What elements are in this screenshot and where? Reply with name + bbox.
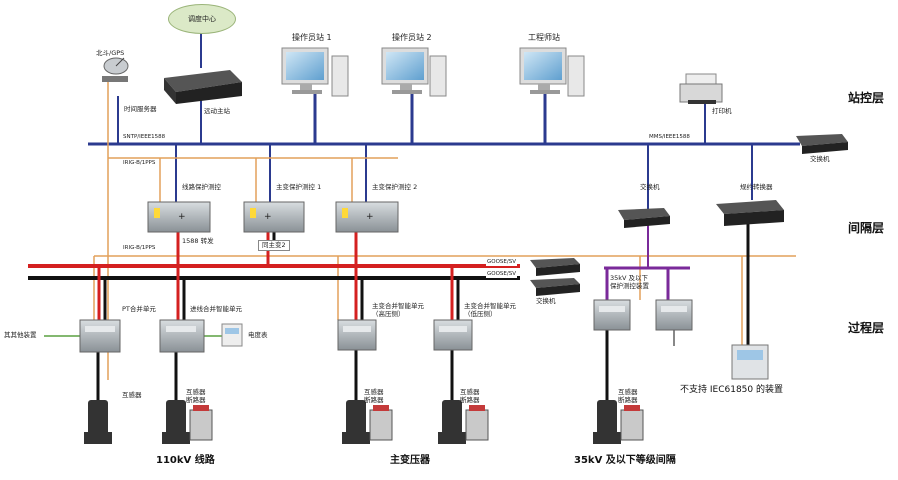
main-switch-icon <box>796 134 848 154</box>
meter-icon <box>221 323 243 347</box>
protect-35kv-unit1-icon <box>593 299 631 331</box>
main-trans-caption: 主变压器 <box>390 455 430 466</box>
switch-left-label: 交换机 <box>640 183 660 191</box>
layer-station: 站控层 <box>848 91 885 105</box>
protect-35kv-unit2-icon <box>655 299 693 331</box>
trans-protect1-device-icon: + <box>243 201 305 233</box>
trans-merge-low-icon <box>433 319 473 351</box>
meter-label: 电度表 <box>248 331 268 339</box>
proto-converter-icon <box>716 200 784 226</box>
non-iec-label: 不支持 IEC61850 的装置 <box>680 385 783 395</box>
satellite-dish-icon <box>102 57 129 82</box>
trans-merge-low-label: 主变合并智能单元 （低压侧） <box>464 302 516 319</box>
proto-converter-label: 规约转换器 <box>740 183 773 191</box>
protect-35kv-label: 35kV 及以下 保护测控装置 <box>610 274 649 291</box>
switch-mid-label: 交换机 <box>536 297 556 305</box>
irig2-label: IRIG-B/1PPS <box>122 245 157 252</box>
transformer-breaker3-label: 互感器 断路器 <box>460 388 480 405</box>
pt-merge-label: PT合并单元 <box>122 305 156 313</box>
svg-text:+: + <box>366 212 374 222</box>
trans-merge-high-label: 主变合并智能单元 （高压侧） <box>372 302 424 319</box>
trans-protect1-label: 主变保护测控 1 <box>276 183 322 191</box>
trans-protect2-device-icon: + <box>335 201 399 233</box>
line-merge-unit-icon <box>159 319 205 353</box>
line-protect-label: 线路保护测控 <box>182 183 221 191</box>
other-device-label: 其其他装置 <box>4 331 37 339</box>
bay-switch-icon <box>618 208 670 228</box>
trans-merge-high-icon <box>337 319 377 351</box>
bay35-caption: 35kV 及以下等级间隔 <box>574 455 676 466</box>
svg-text:+: + <box>178 212 186 222</box>
operator-station2-icon <box>381 47 447 97</box>
transformer-breaker1-label: 互感器 断路器 <box>186 388 206 405</box>
engineer-station-icon <box>519 47 585 97</box>
remote-station-icon <box>164 70 242 104</box>
line-merge-label: 进线合并智能单元 <box>190 305 242 313</box>
goose-sv2-label: GOOSE/SV <box>486 271 517 278</box>
transformer-breaker4-label: 互感器 断路器 <box>618 388 638 405</box>
trans-protect2-label: 主变保护测控 2 <box>372 183 418 191</box>
pt-merge-unit-icon <box>79 319 121 353</box>
operator1-label: 操作员站 1 <box>292 33 332 42</box>
dispatch-center-node: 调度中心 <box>168 4 236 34</box>
engineer-label: 工程师站 <box>528 33 560 42</box>
transformer-breaker2-label: 互感器 断路器 <box>364 388 384 405</box>
breaker-icon <box>189 405 644 441</box>
remote-station-label: 远动主站 <box>204 107 230 115</box>
mms-bus-label: MMS/IEEE1588 <box>648 134 691 141</box>
transformer1-label: 互感器 <box>122 391 142 399</box>
line-protect-device-icon: + <box>147 201 211 233</box>
printer-icon <box>679 73 723 104</box>
sntp-bus-label: SNTP/IEEE1588 <box>122 134 167 141</box>
non-iec-device-icon <box>731 344 769 380</box>
line110-caption: 110kV 线路 <box>156 455 215 466</box>
operator2-label: 操作员站 2 <box>392 33 432 42</box>
goose-sv1-label: GOOSE/SV <box>486 259 517 266</box>
layer-bay: 间隔层 <box>848 221 885 235</box>
switch-main-label: 交换机 <box>810 155 830 163</box>
forward-1588-label: 1588 转发 <box>182 237 214 245</box>
instrument-transformer-icon <box>84 400 621 444</box>
printer-label: 打印机 <box>712 107 732 115</box>
svg-text:+: + <box>264 212 272 222</box>
operator-station1-icon <box>281 47 349 97</box>
irig1-label: IRIG-B/1PPS <box>122 160 157 167</box>
time-server-label: 时间服务器 <box>124 105 157 113</box>
layer-process: 过程层 <box>848 321 885 335</box>
same-trans2-label: 同主变2 <box>258 240 290 251</box>
beidou-gps-label: 北斗/GPS <box>96 49 125 57</box>
process-switch-icon <box>530 258 580 296</box>
